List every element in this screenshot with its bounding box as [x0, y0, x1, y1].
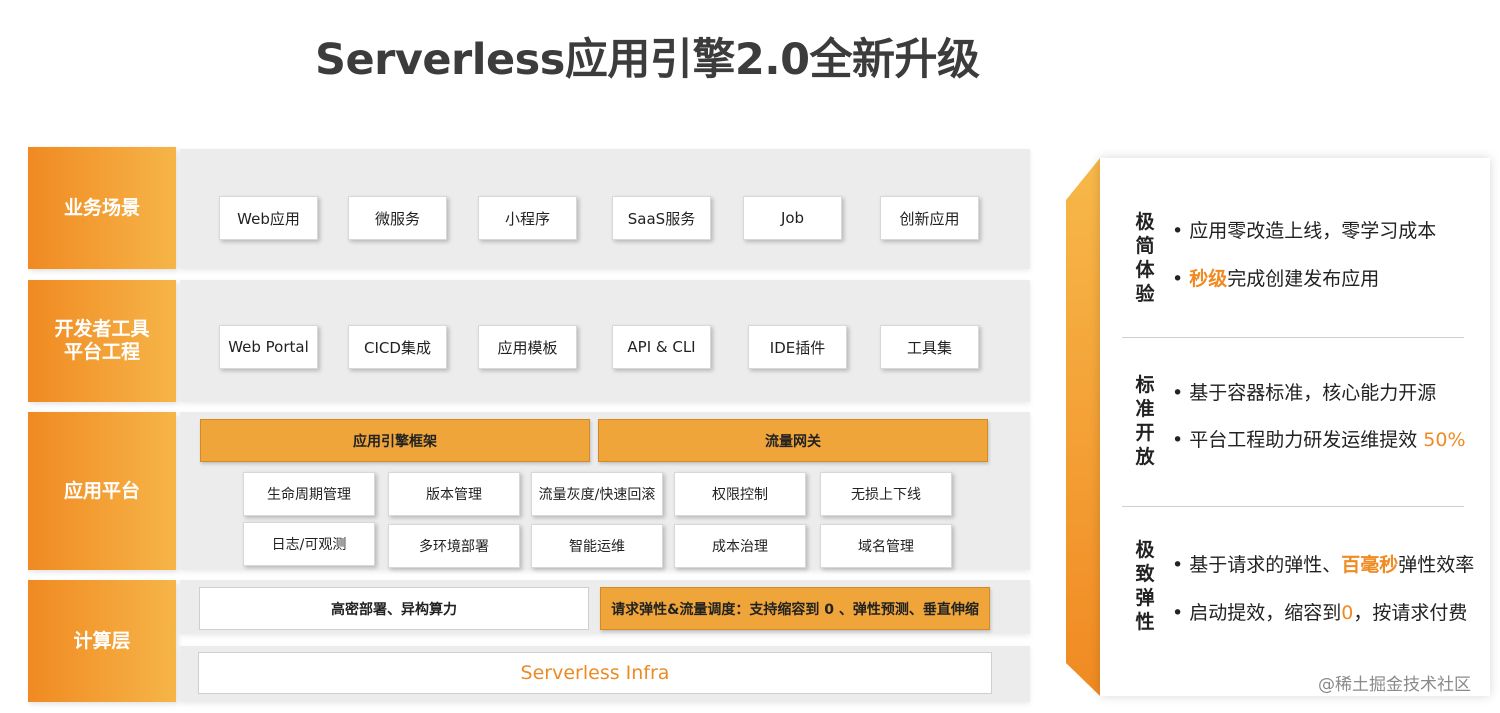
platform-item-lifecycle: 生命周期管理: [243, 472, 375, 516]
layer-label-compute: 计算层: [28, 580, 176, 702]
devtools-item-cicd: CICD集成: [348, 325, 447, 369]
feature-open-bullet-2: • 平台工程助力研发运维提效 50%: [1172, 429, 1466, 451]
layer-label-devtools: 开发者工具 平台工程: [28, 280, 176, 402]
feature-simple-bullet-2: • 秒级完成创建发布应用: [1172, 268, 1380, 290]
business-item-microservice: 微服务: [348, 196, 447, 240]
watermark: @稀土掘金技术社区: [1318, 675, 1471, 695]
feature-divider-2: [1122, 506, 1464, 507]
feature-open-bullet-1: • 基于容器标准，核心能力开源: [1172, 382, 1437, 404]
feature-card: [1100, 158, 1490, 696]
devtools-label-line2: 平台工程: [63, 341, 140, 363]
feature-divider-1: [1122, 337, 1464, 338]
platform-item-aiops: 智能运维: [531, 524, 663, 568]
feature-title-open: 标 准 开 放: [1135, 374, 1155, 468]
compute-elastic-bar: 请求弹性&流量调度：支持缩容到 0 、弹性预测、垂直伸缩: [600, 587, 990, 630]
devtools-item-webportal: Web Portal: [219, 325, 318, 369]
platform-item-gray-rollback: 流量灰度/快速回滚: [531, 472, 663, 516]
platform-framework-bar: 应用引擎框架: [200, 419, 590, 462]
platform-item-observability: 日志/可观测: [243, 522, 375, 566]
feature-title-elastic: 极 致 弹 性: [1135, 539, 1155, 633]
layer-label-business: 业务场景: [28, 147, 176, 269]
business-item-job: Job: [743, 196, 842, 240]
devtools-item-template: 应用模板: [478, 325, 577, 369]
platform-gateway-bar: 流量网关: [598, 419, 988, 462]
compute-deploy-bar: 高密部署、异构算力: [199, 587, 589, 630]
business-item-saas: SaaS服务: [612, 196, 711, 240]
platform-item-lossless: 无损上下线: [820, 472, 952, 516]
platform-item-multienv: 多环境部署: [388, 524, 520, 568]
feature-simple-bullet-1: • 应用零改造上线，零学习成本: [1172, 220, 1437, 242]
platform-item-version: 版本管理: [388, 472, 520, 516]
platform-item-permission: 权限控制: [674, 472, 806, 516]
page-title: Serverless应用引擎2.0全新升级: [315, 35, 980, 85]
card-arrow-shape: [1066, 158, 1100, 696]
devtools-item-toolset: 工具集: [880, 325, 979, 369]
devtools-label-line1: 开发者工具: [54, 318, 150, 340]
business-item-innovation: 创新应用: [880, 196, 979, 240]
business-item-miniprogram: 小程序: [478, 196, 577, 240]
devtools-item-api-cli: API & CLI: [612, 325, 711, 369]
business-item-web: Web应用: [219, 196, 318, 240]
feature-title-simple: 极 简 体 验: [1135, 211, 1155, 305]
serverless-infra-bar: Serverless Infra: [198, 652, 992, 694]
platform-item-cost: 成本治理: [674, 524, 806, 568]
feature-elastic-bullet-2: • 启动提效，缩容到0，按请求付费: [1172, 602, 1468, 624]
feature-elastic-bullet-1: • 基于请求的弹性、百毫秒弹性效率: [1172, 554, 1475, 576]
platform-item-domain: 域名管理: [820, 524, 952, 568]
layer-label-platform: 应用平台: [28, 412, 176, 570]
devtools-item-ide-plugin: IDE插件: [748, 325, 847, 369]
